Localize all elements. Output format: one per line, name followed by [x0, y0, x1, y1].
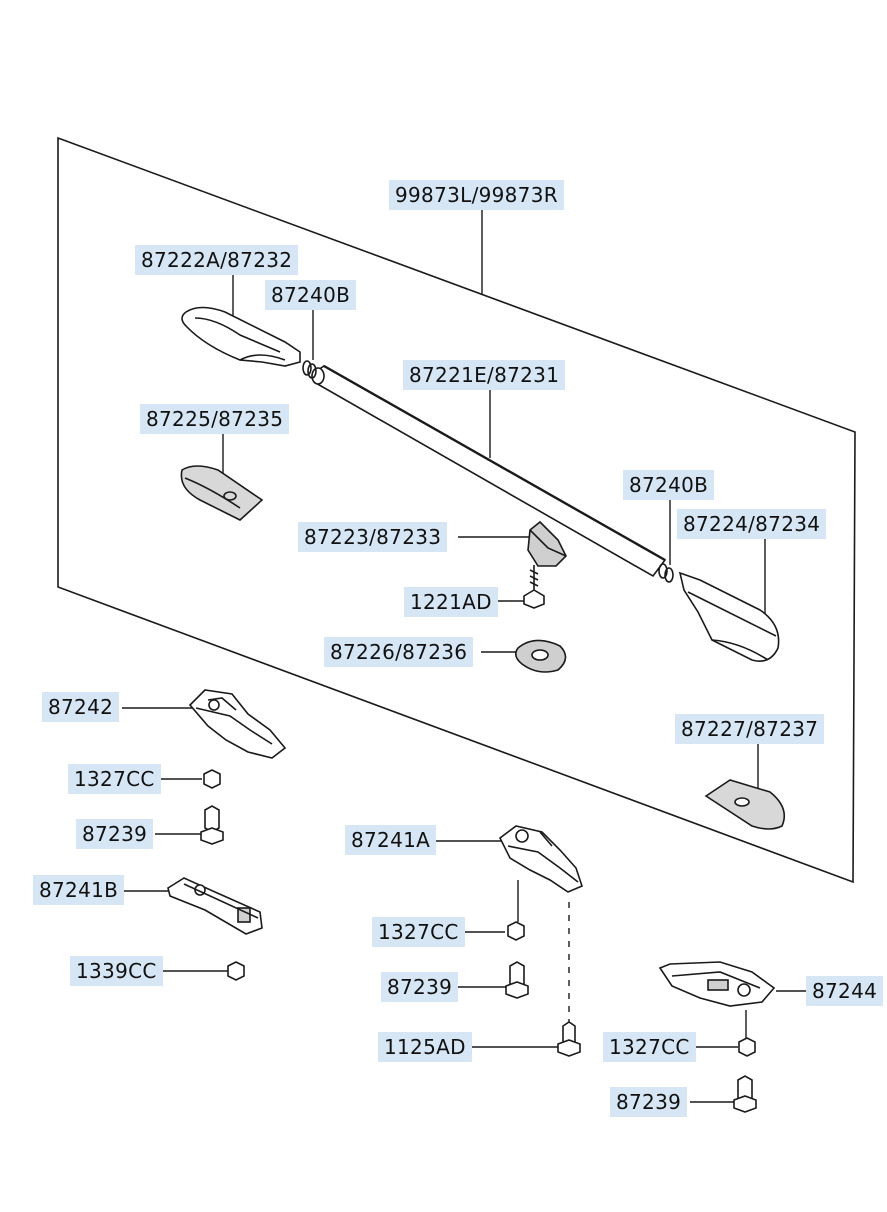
bracket-a-part	[498, 825, 583, 893]
callout-nut-2[interactable]: 1339CC	[70, 956, 163, 986]
callout-rear-pad[interactable]: 87227/87237	[675, 714, 825, 744]
rail-part	[311, 364, 667, 578]
front-pad-part	[180, 465, 264, 521]
assembly-plane-outline	[57, 136, 856, 884]
callout-rear-bracket[interactable]: 87244	[806, 976, 884, 1006]
center-pad-part	[514, 639, 567, 673]
screw-1125-part	[557, 1021, 581, 1057]
callout-center-cover[interactable]: 87223/87233	[298, 522, 448, 552]
front-bracket-part	[188, 689, 287, 759]
front-end-cover-part	[181, 306, 301, 367]
callout-rail[interactable]: 87221E/87231	[403, 360, 566, 390]
callout-bracket-a[interactable]: 87241A	[345, 825, 437, 855]
callout-bolt-1[interactable]: 87239	[76, 819, 154, 849]
leader-lines	[118, 209, 808, 1103]
callout-rack-assembly[interactable]: 99873L/99873R	[389, 180, 564, 210]
center-screw-part	[523, 565, 545, 609]
callout-center-screw[interactable]: 1221AD	[404, 587, 498, 617]
spacer-parts	[302, 360, 674, 583]
callout-front-end-cover[interactable]: 87222A/87232	[135, 245, 299, 275]
callout-screw-1125[interactable]: 1125AD	[378, 1032, 472, 1062]
rear-pad-part	[704, 779, 786, 830]
bolt-parts	[200, 805, 757, 1113]
bracket-b-part	[167, 877, 263, 935]
callout-front-pad[interactable]: 87225/87235	[140, 404, 290, 434]
callout-spacer-front[interactable]: 87240B	[265, 280, 357, 310]
callout-nut-3[interactable]: 1327CC	[372, 917, 465, 947]
callout-bolt-3[interactable]: 87239	[610, 1087, 688, 1117]
center-cover-part	[527, 520, 567, 567]
callout-nut-4[interactable]: 1327CC	[603, 1032, 696, 1062]
callout-rear-end-cover[interactable]: 87224/87234	[677, 509, 827, 539]
callout-center-pad[interactable]: 87226/87236	[324, 637, 474, 667]
callout-bracket-b[interactable]: 87241B	[33, 875, 125, 905]
callout-nut-1[interactable]: 1327CC	[68, 764, 161, 794]
rear-bracket-part	[658, 961, 776, 1007]
nut-parts	[203, 769, 756, 1057]
callout-bolt-2[interactable]: 87239	[381, 972, 459, 1002]
callout-front-bracket[interactable]: 87242	[42, 692, 120, 722]
callout-spacer-rear[interactable]: 87240B	[623, 470, 715, 500]
rear-end-cover-part	[678, 571, 780, 662]
